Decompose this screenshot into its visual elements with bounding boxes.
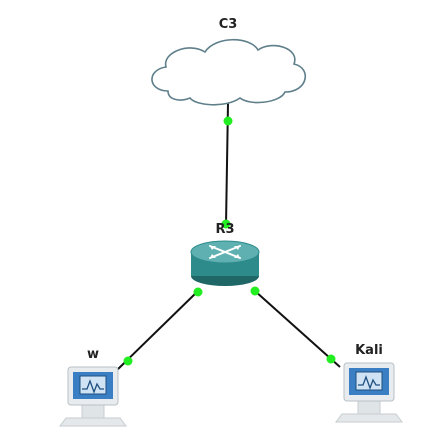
node-label: C3 <box>219 17 238 32</box>
link-status-dot <box>193 287 203 297</box>
link-status-dot <box>326 354 336 364</box>
node-label: Kali <box>355 343 383 358</box>
link-status-dot <box>221 219 231 229</box>
node-host-w[interactable]: w <box>59 347 127 427</box>
node-label: R3 <box>215 222 234 237</box>
link-status-dot <box>223 116 233 126</box>
computer-icon <box>59 366 127 427</box>
node-cloud-c3[interactable]: C3 <box>151 17 307 106</box>
node-host-kali[interactable]: Kali <box>335 343 403 423</box>
computer-icon <box>335 362 403 423</box>
router-icon <box>190 240 260 286</box>
node-router-r3[interactable]: R3 <box>190 222 260 286</box>
link-router-kali[interactable] <box>254 290 341 368</box>
link-status-dot <box>123 356 133 366</box>
node-label: w <box>87 347 99 362</box>
link-status-dot <box>250 286 260 296</box>
cloud-icon <box>151 39 307 106</box>
